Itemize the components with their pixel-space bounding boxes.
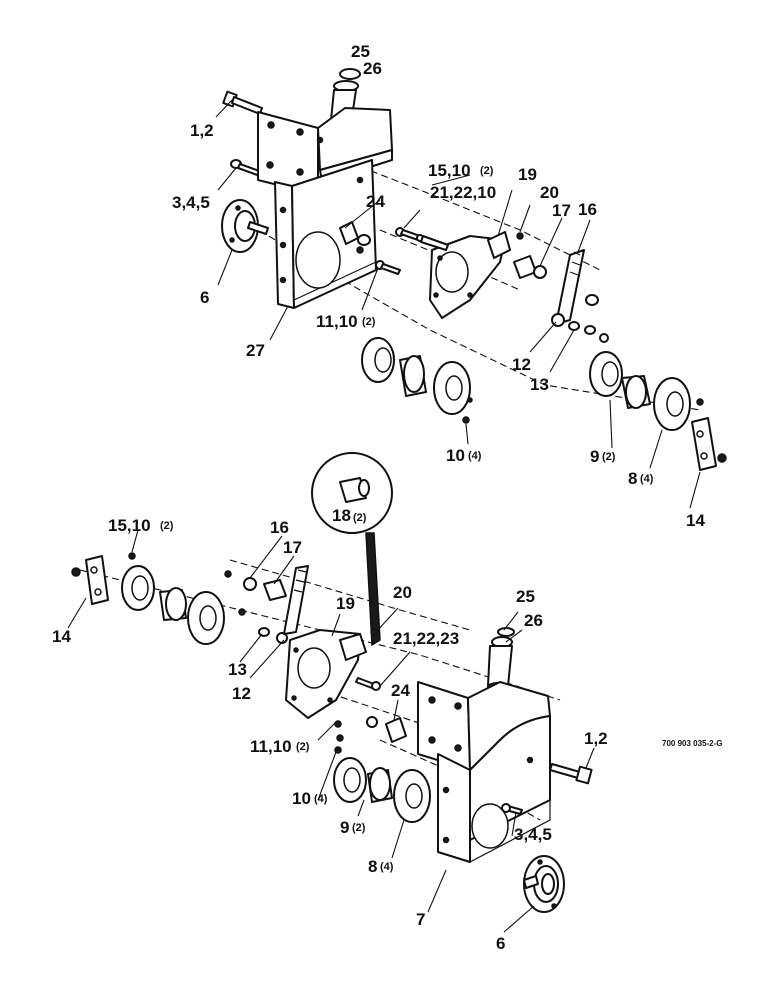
- callout-11-10-upper: 11,10: [316, 312, 358, 331]
- callout-26-lower: 26: [524, 611, 543, 630]
- callout-26-upper: 26: [363, 59, 382, 78]
- callout-10-lower-qty: (4): [314, 793, 328, 805]
- callout-10-lower: 10: [292, 789, 311, 808]
- callout-8-upper-qty: (4): [640, 473, 654, 485]
- callout-1-2-upper: 1,2: [190, 121, 214, 140]
- callout-9-lower-qty: (2): [352, 822, 366, 834]
- bracket-7: [417, 681, 551, 863]
- bolt-1-2-upper: [222, 90, 263, 115]
- callout-1-2-lower: 1,2: [584, 729, 608, 748]
- callout-15-10-lower: 15,10: [108, 516, 151, 535]
- callout-13-lower: 13: [228, 660, 247, 679]
- callout-14-lower: 14: [52, 627, 71, 646]
- callout-15-10-lower-qty: (2): [160, 520, 174, 532]
- spacer-17-spring-16-upper: [513, 232, 599, 325]
- plate-19-upper: [429, 231, 511, 319]
- plate-14-lower: [71, 555, 109, 605]
- screw-3-4-5-lower: [501, 803, 523, 815]
- bearing-assembly-left-upper: [361, 337, 473, 424]
- upper-assembly: [221, 68, 727, 471]
- callout-8-upper: 8: [628, 469, 637, 488]
- callout-12-lower: 12: [232, 684, 251, 703]
- callout-27: 27: [246, 341, 265, 360]
- bearing-assembly-right-upper: [589, 351, 704, 431]
- inset-label: 18: [332, 506, 351, 525]
- upper-centerline-1: [249, 224, 701, 411]
- callout-13-upper: 13: [530, 375, 549, 394]
- bolts-21-22-23-lower: [355, 677, 381, 691]
- plate-14-upper: [691, 417, 727, 471]
- callout-21-22-23: 21,22,23: [393, 629, 459, 648]
- callout-25-lower: 25: [516, 587, 535, 606]
- callout-10-upper-qty: (4): [468, 450, 482, 462]
- callout-11-10-lower: 11,10: [250, 737, 292, 756]
- callout-10-upper: 10: [446, 446, 465, 465]
- inset-qty: (2): [353, 512, 367, 524]
- callout-11-10-upper-qty: (2): [362, 316, 376, 328]
- callout-15-10-upper: 15,10: [428, 161, 471, 180]
- figure-reference-number: 700 903 035-2-G: [662, 739, 723, 748]
- callout-6-lower: 6: [496, 934, 505, 953]
- callout-16-lower: 16: [270, 518, 289, 537]
- inset-detail-18: 18 (2): [311, 452, 393, 647]
- bearing-assembly-lower-left: [121, 552, 225, 645]
- plate-19-lower: [285, 628, 378, 719]
- washer-12-13-upper: [551, 313, 609, 343]
- callout-16-upper: 16: [578, 200, 597, 219]
- callout-17-upper: 17: [552, 201, 571, 220]
- flange-6-lower: [523, 855, 565, 913]
- bushing-24-upper: [339, 221, 371, 246]
- callout-15-10-upper-qty: (2): [480, 165, 494, 177]
- bushing-24-lower: [334, 716, 407, 743]
- callout-8-lower: 8: [368, 857, 377, 876]
- callout-3-4-5-lower: 3,4,5: [514, 825, 552, 844]
- bracket-27: [257, 107, 393, 309]
- callout-20-lower: 20: [393, 583, 412, 602]
- callout-19-upper: 19: [518, 165, 537, 184]
- callout-3-4-5-upper: 3,4,5: [172, 193, 210, 212]
- callout-6-upper: 6: [200, 288, 209, 307]
- lower-assembly: [71, 552, 593, 913]
- callout-9-upper-qty: (2): [602, 451, 616, 463]
- leader-lines: [67, 99, 701, 933]
- upper-centerline-2: [329, 154, 601, 271]
- callout-21-22-10: 21,22,10: [430, 183, 496, 202]
- callout-14-upper: 14: [686, 511, 705, 530]
- upper-centerline-3: [379, 229, 521, 291]
- callout-8-lower-qty: (4): [380, 861, 394, 873]
- callout-9-upper: 9: [590, 447, 599, 466]
- bearing-assembly-lower-center: [333, 746, 431, 823]
- callout-19-lower: 19: [336, 594, 355, 613]
- callout-20-upper: 20: [540, 183, 559, 202]
- callout-24-lower: 24: [391, 681, 410, 700]
- lower-centerline-2: [229, 559, 471, 631]
- callout-12-upper: 12: [512, 355, 531, 374]
- callout-11-10-lower-qty: (2): [296, 741, 310, 753]
- callout-17-lower: 17: [283, 538, 302, 557]
- flange-6-upper: [221, 199, 269, 253]
- bolt-1-2-lower: [549, 763, 593, 785]
- callout-24-upper: 24: [366, 192, 385, 211]
- lower-centerline-1: [79, 569, 561, 701]
- callout-labels: 25 26 1,2 3,4,5 6 27 15,10 (2) 19 20 21,…: [52, 42, 723, 953]
- callout-7: 7: [416, 910, 425, 929]
- bolts-21-22-upper: [395, 227, 449, 251]
- washers-lower: [224, 565, 309, 644]
- callout-25-upper: 25: [351, 42, 370, 61]
- callout-9-lower: 9: [340, 818, 349, 837]
- bolt-11-10-upper: [356, 246, 401, 275]
